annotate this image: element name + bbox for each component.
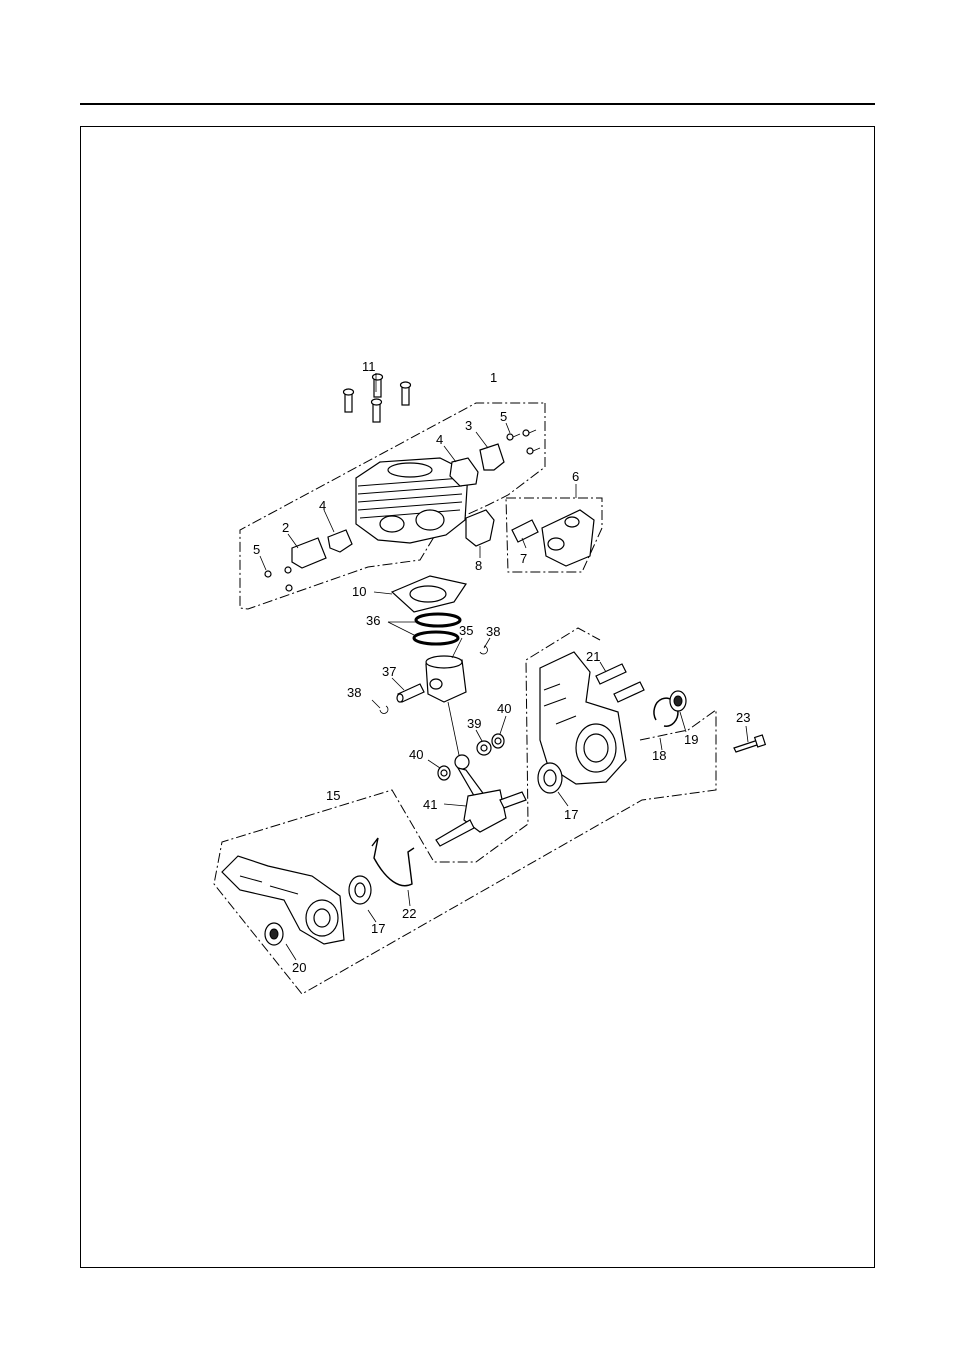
callout-20: 20 (292, 960, 306, 975)
callout-40-right: 40 (497, 701, 511, 716)
circlip-left (380, 706, 388, 713)
piston (426, 656, 466, 702)
cover-screws-top (507, 430, 540, 454)
callout-6: 6 (572, 469, 579, 484)
callout-8: 8 (475, 558, 482, 573)
callout-21: 21 (586, 649, 600, 664)
callout-4-left: 4 (319, 498, 326, 513)
piston-ring-upper (416, 614, 460, 626)
callout-10: 10 (352, 584, 366, 599)
crankcase-gasket (372, 838, 414, 886)
exhaust-cover (480, 444, 504, 470)
callout-40-left: 40 (409, 747, 423, 762)
reed-valve (512, 520, 538, 542)
cylinder-bolts (344, 374, 411, 422)
dowel-pins (596, 664, 644, 702)
oil-seal-20 (265, 923, 283, 945)
callout-7: 7 (520, 551, 527, 566)
crankshaft (436, 755, 526, 846)
main-bearing-right (538, 763, 562, 793)
callout-38-right: 38 (486, 624, 500, 639)
callout-5-top: 5 (500, 409, 507, 424)
callout-11: 11 (362, 359, 376, 374)
callout-5-left: 5 (253, 542, 260, 557)
callout-23: 23 (736, 710, 750, 725)
intake-gasket (328, 530, 352, 552)
callout-41: 41 (423, 797, 437, 812)
callout-3: 3 (465, 418, 472, 433)
oil-seal-19 (670, 691, 686, 711)
callout-17-left: 17 (371, 921, 385, 936)
callout-35: 35 (459, 623, 473, 638)
circlip-right (480, 646, 487, 654)
callout-17-right: 17 (564, 807, 578, 822)
callout-37: 37 (382, 664, 396, 679)
callout-38-left: 38 (347, 685, 361, 700)
callout-19: 19 (684, 732, 698, 747)
intake-gasket-8 (466, 510, 494, 546)
callout-18: 18 (652, 748, 666, 763)
washer-right (492, 734, 504, 748)
callout-22: 22 (402, 906, 416, 921)
needle-bearing (477, 741, 491, 755)
callout-39: 39 (467, 716, 481, 731)
callout-2: 2 (282, 520, 289, 535)
crankcase-bolt (734, 735, 765, 752)
piston-ring-lower (414, 632, 458, 644)
main-bearing-left (349, 876, 371, 904)
callout-15: 15 (326, 788, 340, 803)
cover-screws-left (265, 567, 292, 591)
intake-cover (292, 538, 326, 568)
callout-1: 1 (490, 370, 497, 385)
callout-4-right: 4 (436, 432, 443, 447)
callout-36: 36 (366, 613, 380, 628)
